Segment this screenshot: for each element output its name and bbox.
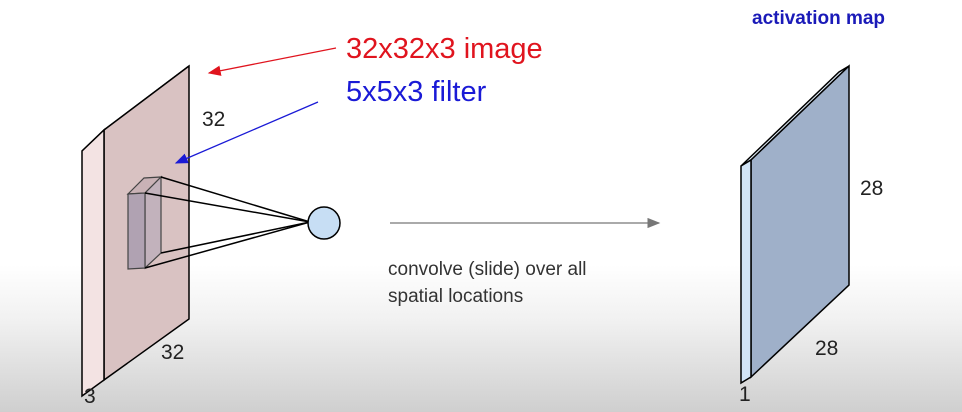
input-depth-label: 3 (84, 385, 96, 408)
image-label: 32x32x3 image (346, 33, 543, 65)
filter-label: 5x5x3 filter (346, 76, 487, 108)
receptive-field-lines (144, 176, 311, 269)
output-neuron (307, 206, 341, 240)
filter-block (126, 175, 163, 270)
activation-map-side-face (740, 158, 752, 385)
activation-map-volume (740, 64, 850, 385)
output-width-label: 28 (815, 337, 839, 360)
output-depth-label: 1 (739, 383, 751, 406)
filter-label-arrow (174, 101, 319, 164)
output-height-label: 28 (860, 177, 884, 200)
input-volume-side-face (81, 128, 105, 398)
activation-map-front-face (750, 64, 850, 379)
convolve-caption-line-2: spatial locations (388, 286, 524, 307)
input-height-label: 32 (202, 108, 226, 131)
input-width-label: 32 (161, 341, 185, 364)
filter-side-face (127, 192, 146, 270)
convolve-caption-line-1: convolve (slide) over all (388, 259, 587, 280)
image-label-arrow (207, 47, 337, 76)
activation-map-title: activation map (752, 8, 886, 29)
filter-front-face (144, 175, 162, 270)
